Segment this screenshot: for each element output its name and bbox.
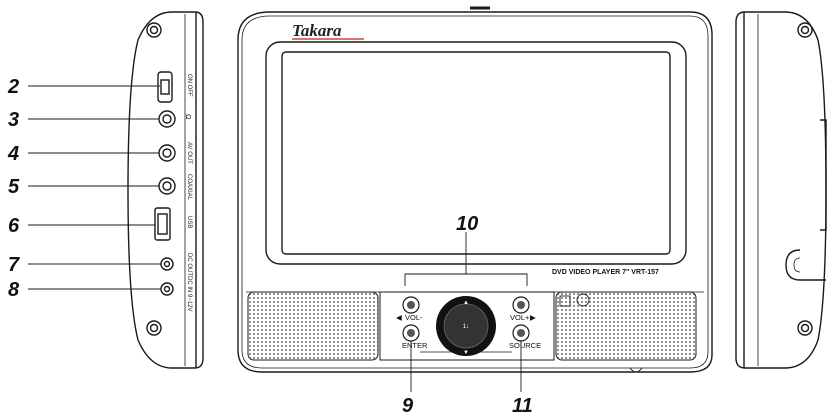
power-label: ON OFF	[186, 74, 192, 97]
callout-4: 4	[7, 143, 19, 165]
source-label: SOURCE	[509, 341, 541, 350]
brand-logo: Takara	[292, 21, 342, 40]
callout-11: 11	[512, 395, 533, 417]
av-out-label: AV OUT	[186, 142, 192, 164]
vol-plus-label: VOL+	[510, 313, 530, 322]
callout-7: 7	[8, 254, 20, 276]
front-view	[237, 6, 713, 373]
lcd-screen	[281, 51, 671, 255]
disc-eject-notch	[785, 249, 826, 281]
vol-plus-arrow-icon: ▶	[530, 313, 537, 322]
callout-10-bracket	[404, 273, 528, 286]
usb-label: USB	[186, 216, 192, 228]
right-side-slot	[820, 119, 827, 231]
coaxial-label: COAXIAL	[186, 174, 192, 201]
dpad-down-icon: ▼	[463, 350, 469, 356]
coaxial-jack[interactable]	[158, 177, 176, 195]
callout-8: 8	[8, 279, 20, 301]
dc-in-label: DC IN 9~12V	[186, 276, 192, 312]
callout-10: 10	[456, 213, 478, 235]
callout-3: 3	[8, 109, 19, 131]
av-out-jack[interactable]	[158, 144, 176, 162]
headphone-jack[interactable]	[158, 110, 176, 128]
ir-sensor	[559, 295, 571, 307]
vol-minus-label: VOL-	[405, 313, 423, 322]
left-screw-top	[146, 22, 162, 38]
power-switch[interactable]	[157, 71, 173, 103]
callout-6: 6	[8, 215, 20, 237]
left-screw-bottom	[146, 320, 162, 336]
callout-9: 9	[402, 395, 414, 417]
dpad-center-label: 1↓	[463, 324, 469, 330]
dc-in-jack[interactable]	[160, 282, 174, 296]
callout-2: 2	[7, 76, 19, 98]
enter-label: ENTER	[402, 341, 428, 350]
right-side-view	[735, 11, 827, 369]
dpad-up-icon: ▲	[463, 300, 469, 306]
right-screw-top	[797, 22, 813, 38]
left-callout-lines	[28, 85, 161, 290]
dc-out-label: DC OUT	[186, 253, 192, 276]
callout-5: 5	[8, 176, 20, 198]
vol-minus-arrow-icon: ◀	[396, 313, 403, 322]
right-speaker-grille	[555, 291, 697, 361]
left-speaker-grille	[247, 291, 379, 361]
right-screw-bottom	[797, 320, 813, 336]
headphone-icon: Ω	[184, 114, 193, 120]
model-label: DVD VIDEO PLAYER 7" VRT-157	[552, 269, 659, 276]
usb-port[interactable]	[154, 207, 171, 241]
dc-out-jack[interactable]	[160, 257, 174, 271]
ir-window	[576, 293, 590, 307]
